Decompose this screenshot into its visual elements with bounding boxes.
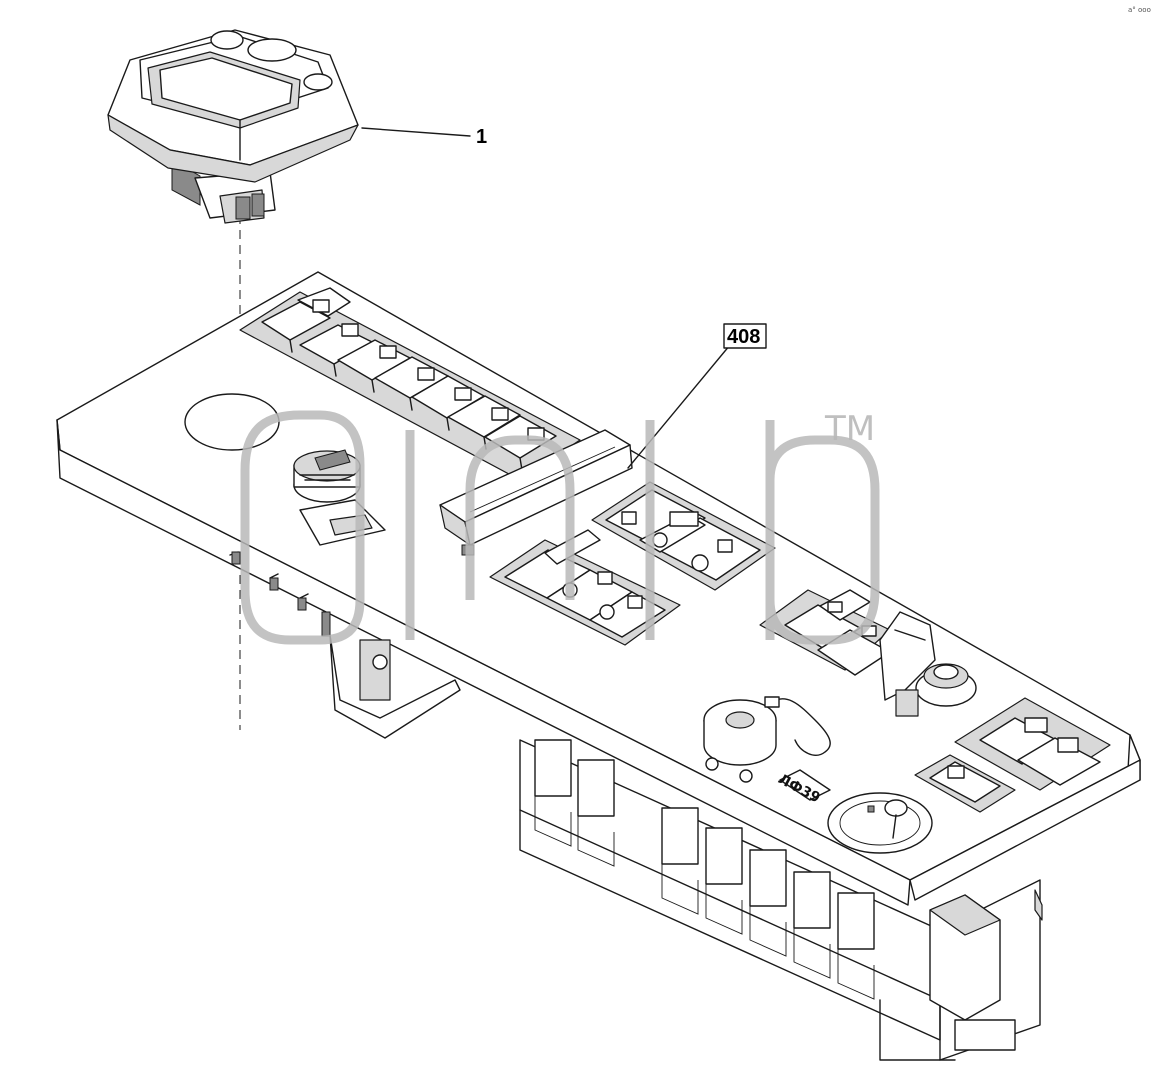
switch-block-408	[591, 481, 776, 591]
leader-line-1	[361, 127, 471, 137]
gauge-dial	[827, 792, 933, 854]
watermark: TM	[240, 409, 880, 645]
buzzer	[703, 696, 831, 783]
corner-mark: a° ooo	[1128, 6, 1151, 14]
watermark-tm: TM	[824, 409, 875, 449]
leader-line-408	[627, 344, 731, 469]
rocker-switch-row-right	[914, 697, 1111, 813]
callout-box-408	[723, 323, 767, 349]
switch-unit-part-1	[107, 29, 359, 730]
relay-row	[519, 739, 1043, 1061]
under-panel-assembly	[229, 551, 1043, 1061]
callout-label-408: 408	[727, 326, 760, 348]
ignition-lock	[879, 611, 977, 717]
panel-front-edge	[56, 419, 911, 906]
rocker-switch-row-left	[239, 287, 581, 481]
main-dashboard-panel: 408	[56, 271, 1141, 906]
callout-label-1: 1	[476, 126, 487, 148]
